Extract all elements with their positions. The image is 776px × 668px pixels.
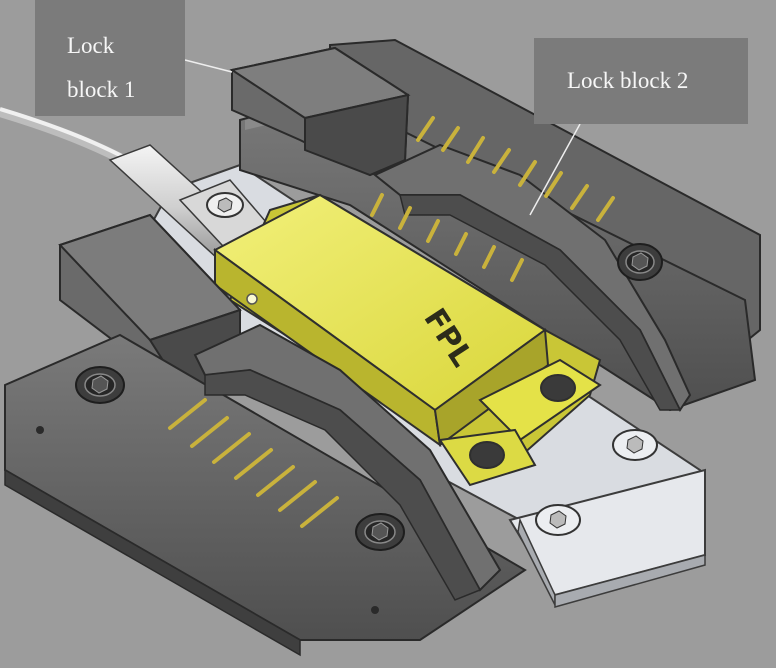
back-pins [370, 116, 615, 282]
lock-block-1-callout: Lock block 1 [35, 0, 185, 116]
plate-screws [206, 192, 658, 536]
lock-block-1-label-line1: Lock [67, 33, 115, 58]
lock-block-1-label-line2: block 1 [67, 77, 136, 102]
lock-block-2-label: Lock block 2 [567, 68, 689, 93]
callout-leaders [184, 59, 581, 216]
lock-block-1 [229, 46, 411, 177]
gold-laser-package: FPL [213, 193, 602, 487]
front-pins [168, 398, 339, 528]
lock-block-2-callout: Lock block 2 [534, 38, 748, 124]
